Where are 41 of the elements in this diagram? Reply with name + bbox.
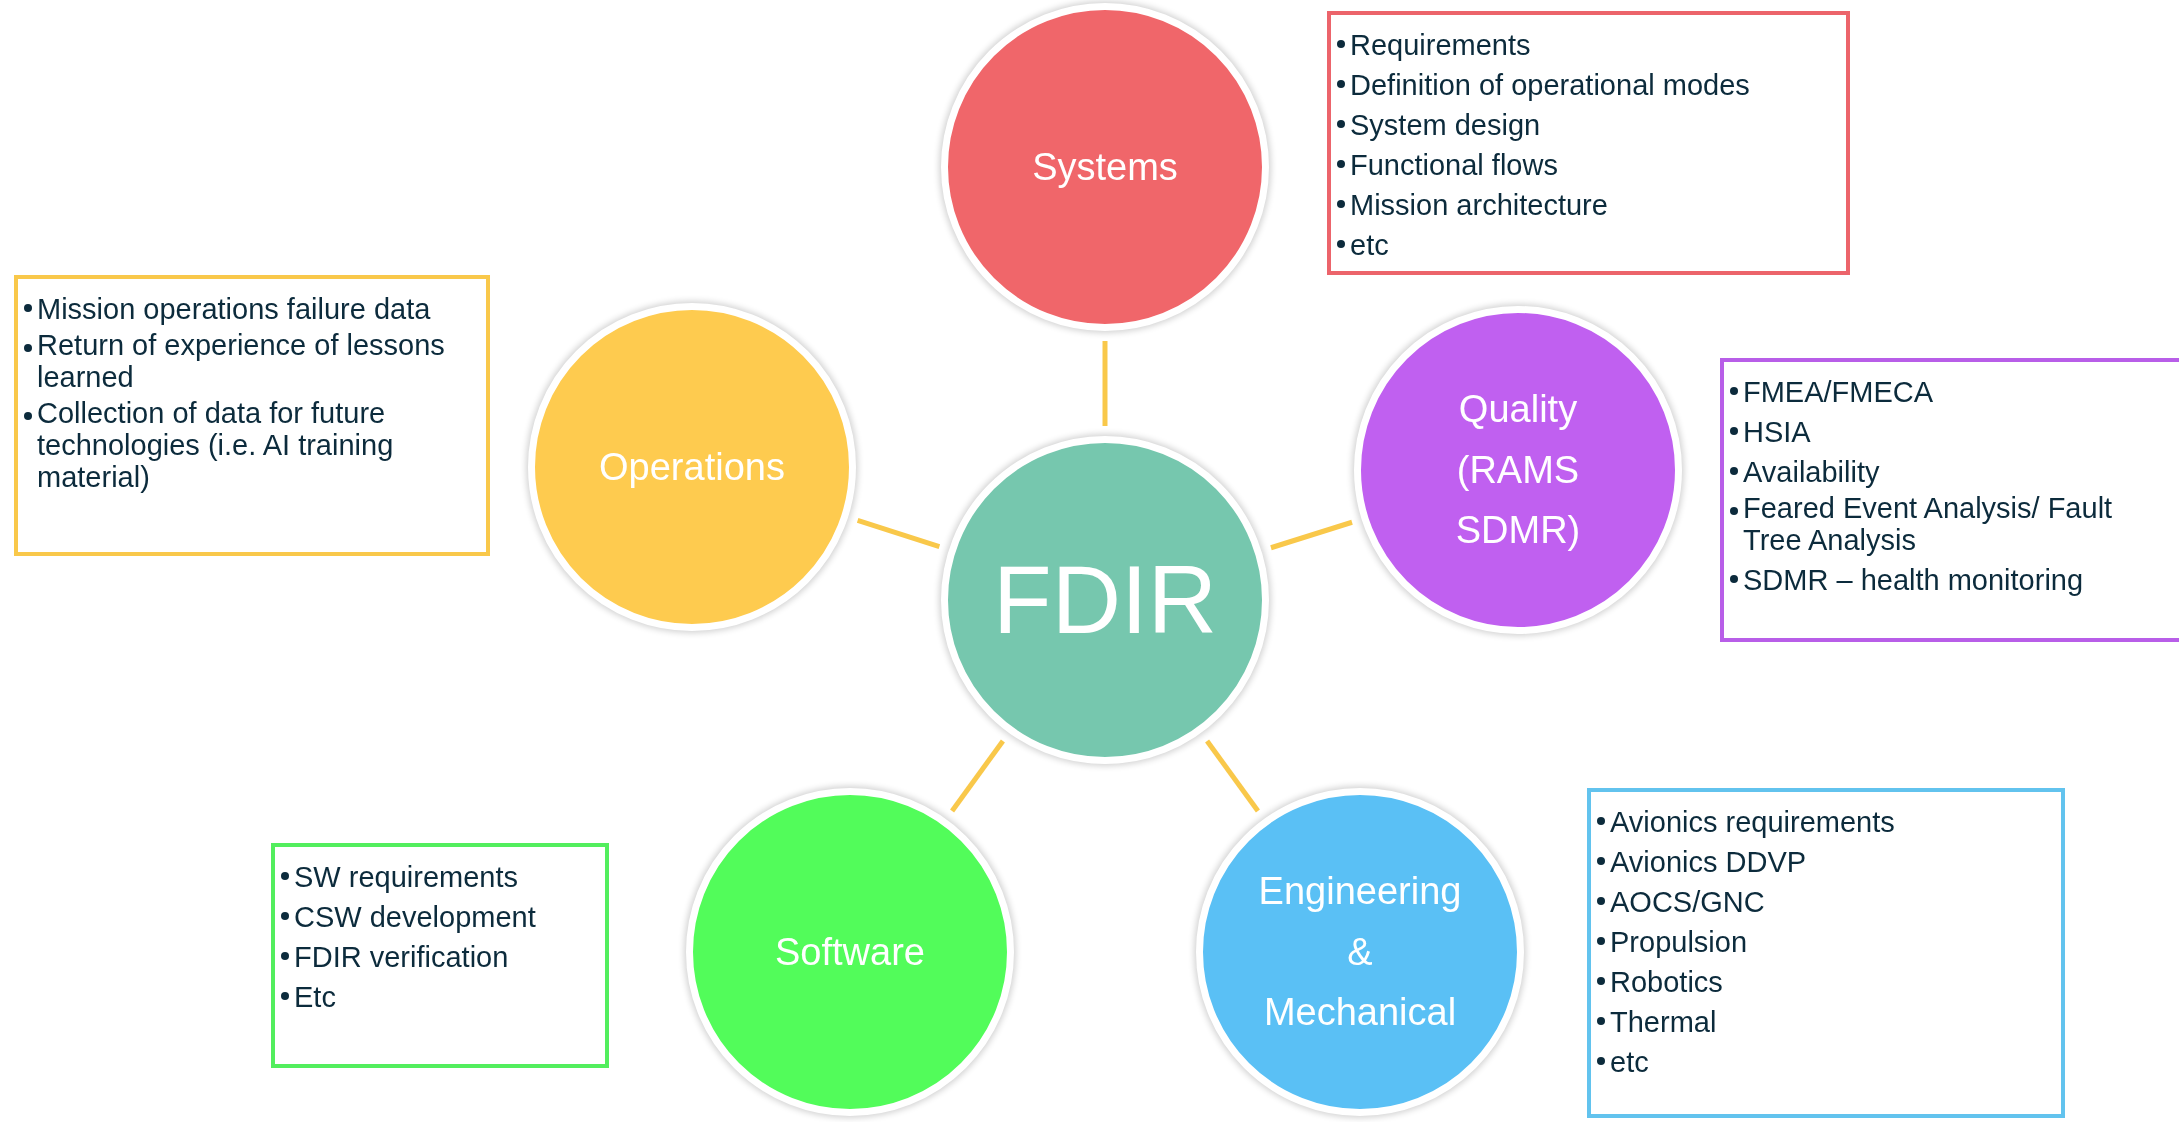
list-box <box>14 275 490 556</box>
list-item: Functional flows <box>1337 145 1838 185</box>
list-item: CSW development <box>281 897 597 937</box>
list-item: SW requirements <box>281 857 597 897</box>
circle-label: Systems <box>1032 144 1178 190</box>
list-box <box>1327 11 1850 275</box>
connector-line <box>856 517 941 550</box>
list-item: etc <box>1597 1042 2053 1082</box>
connector-line <box>1102 341 1108 426</box>
list-item: Return of experience of lessons learned <box>24 329 478 397</box>
circle-label: Quality (RAMS SDMR) <box>1454 386 1582 554</box>
list-item: Requirements <box>1337 25 1838 65</box>
connector-line <box>1270 519 1353 551</box>
list-item: Feared Event Analysis/ Fault Tree Analysis <box>1730 492 2173 560</box>
list-item: SDMR – health monitoring <box>1730 560 2173 600</box>
circle-label: FDIR <box>993 547 1217 653</box>
list-item: Avionics requirements <box>1597 802 2053 842</box>
list-box <box>271 843 609 1068</box>
list-item: Definition of operational modes <box>1337 65 1838 105</box>
circle-label: Engineering & Mechanical <box>1257 868 1463 1036</box>
list-box <box>1720 358 2179 642</box>
list-item: Propulsion <box>1597 922 2053 962</box>
list-item: Mission architecture <box>1337 185 1838 225</box>
list-item: etc <box>1337 225 1838 265</box>
list-item: Thermal <box>1597 1002 2053 1042</box>
connector-line <box>950 739 1005 813</box>
list-item: Mission operations failure data <box>24 289 478 329</box>
list-item: Robotics <box>1597 962 2053 1002</box>
list-item: System design <box>1337 105 1838 145</box>
connector-line <box>1205 739 1260 813</box>
list-item: Availability <box>1730 452 2173 492</box>
list-item: FMEA/FMECA <box>1730 372 2173 412</box>
list-item: HSIA <box>1730 412 2173 452</box>
list-item: FDIR verification <box>281 937 597 977</box>
list-item: Avionics DDVP <box>1597 842 2053 882</box>
list-item: AOCS/GNC <box>1597 882 2053 922</box>
list-box <box>1587 788 2065 1118</box>
circle-label: Operations <box>599 444 785 490</box>
list-item: Etc <box>281 977 597 1017</box>
list-item: Collection of data for future technologies (i.e. AI training material) <box>24 397 478 497</box>
circle-label: Software <box>775 929 925 975</box>
